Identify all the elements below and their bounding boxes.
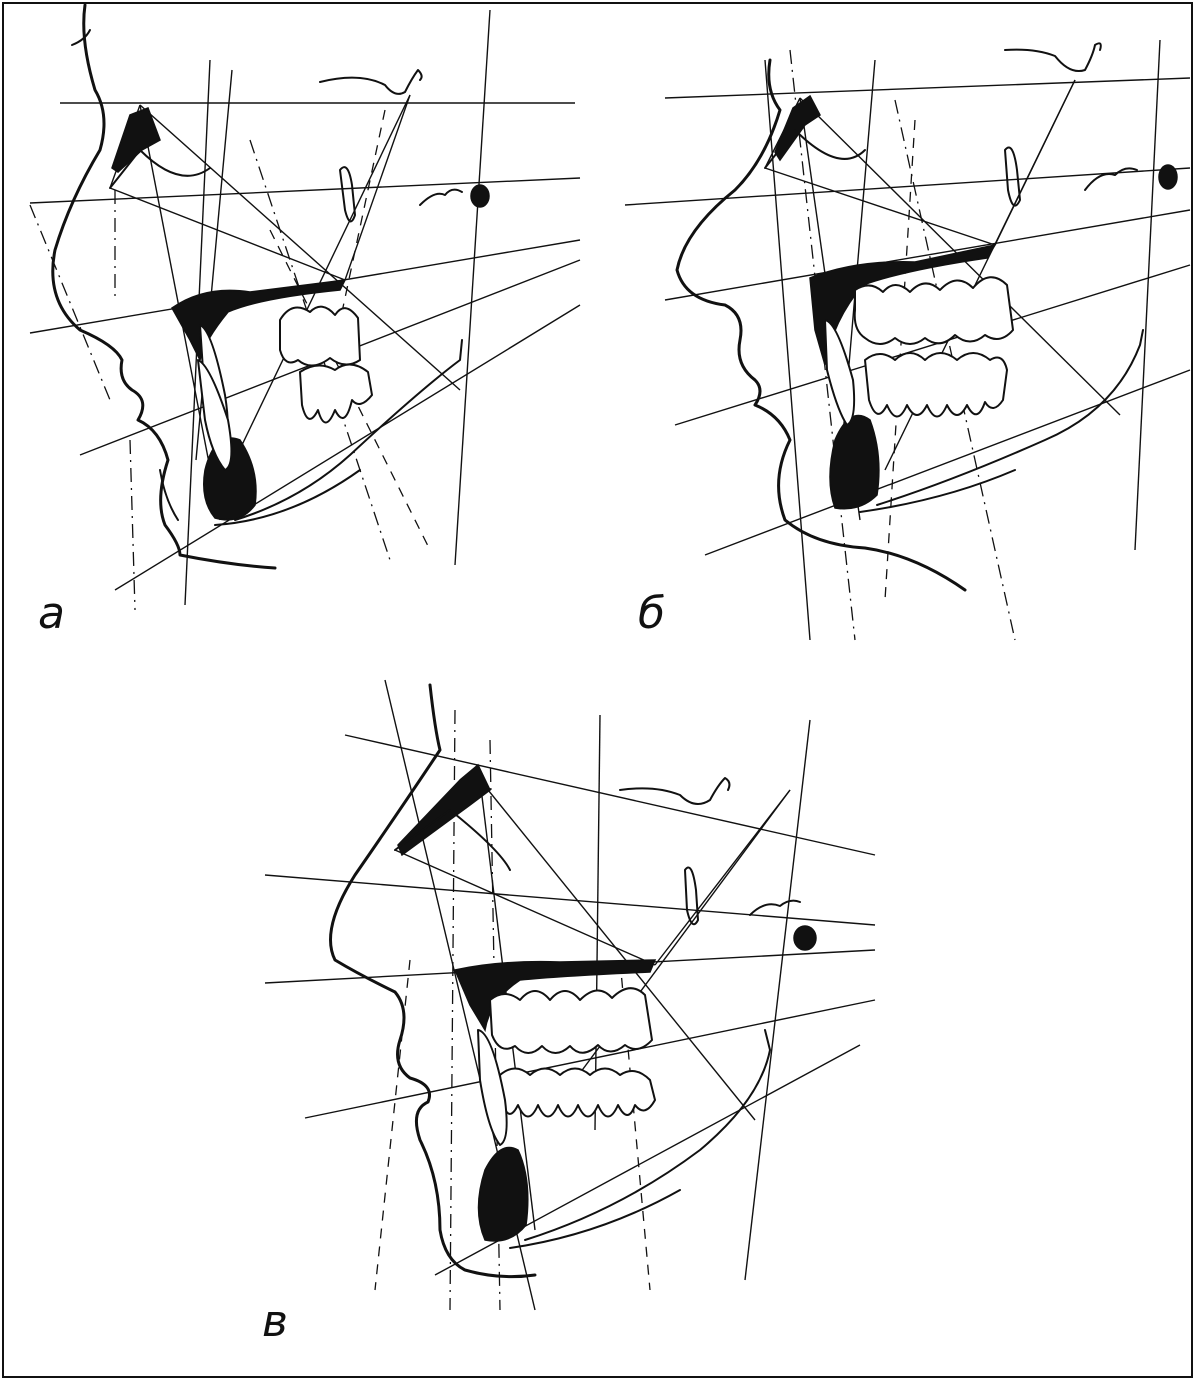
panel-c (264, 679, 876, 1311)
panel-b (624, 39, 1191, 641)
panel-label-a: а (38, 588, 65, 639)
panel-label-c: в (262, 1296, 288, 1347)
panel-a (28, 3, 582, 612)
panel-label-b: б (638, 588, 666, 639)
